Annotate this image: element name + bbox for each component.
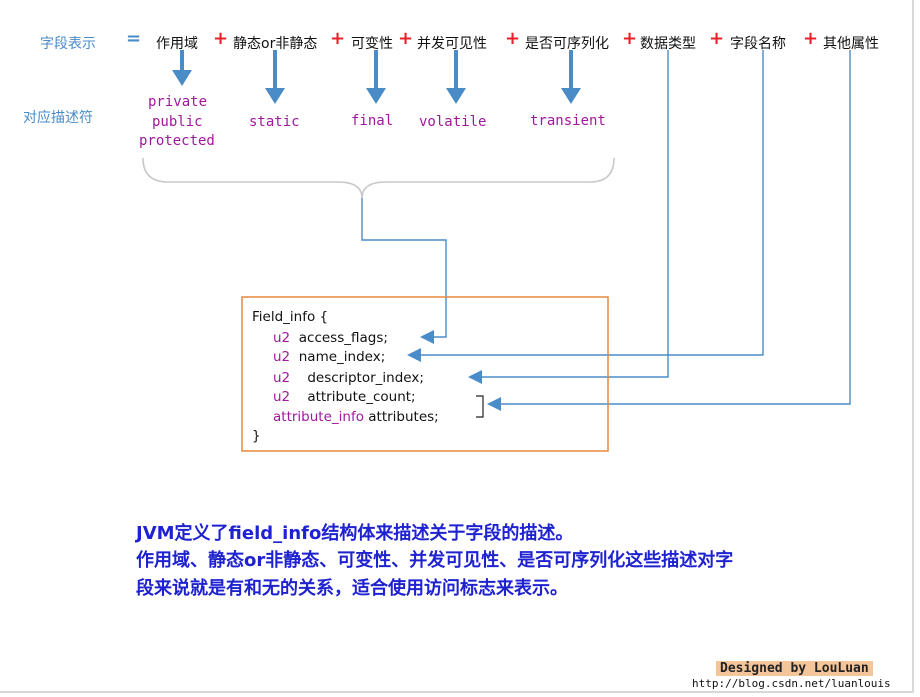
code-type: u2 xyxy=(273,389,291,405)
down-arrows xyxy=(172,50,581,104)
note-line-3: 段来说就是有和无的关系，适合使用访问标志来表示。 xyxy=(136,578,568,599)
descriptor-private: private xyxy=(148,94,208,110)
descriptor-transient: transient xyxy=(530,113,606,129)
code-field: access_flags; xyxy=(298,330,388,346)
code-type: attribute_info xyxy=(273,409,364,425)
code-type: u2 xyxy=(273,349,291,365)
designer-credit: Designed by LouLuan xyxy=(716,657,873,676)
field-representation-label: 字段表示 xyxy=(40,36,96,52)
code-open: Field_info { xyxy=(252,309,329,325)
code-line-access-flags: u2 access_flags; xyxy=(273,330,388,346)
part-data-type: 数据类型 xyxy=(640,36,696,52)
equals-sign: = xyxy=(126,28,142,49)
arrow-static xyxy=(265,88,285,104)
descriptor-volatile: volatile xyxy=(419,114,487,130)
code-line-descriptor-index: u2 descriptor_index; xyxy=(273,370,424,386)
connector-descriptor-index xyxy=(468,50,669,384)
descriptor-protected: protected xyxy=(139,133,215,149)
code-field: name_index; xyxy=(298,349,386,365)
plus-sign: + xyxy=(330,28,346,49)
note-line-1: JVM定义了field_info结构体来描述关于字段的描述。 xyxy=(136,519,573,545)
arrow-transient xyxy=(561,88,581,104)
blog-url: http://blog.csdn.net/luanlouis xyxy=(692,677,891,690)
descriptor-final: final xyxy=(351,113,394,129)
arrow-scope xyxy=(180,50,184,72)
code-type: u2 xyxy=(273,330,291,346)
part-mutability: 可变性 xyxy=(351,36,393,52)
note-text: JVM定义了 xyxy=(136,523,229,544)
arrow-final xyxy=(366,88,386,104)
descriptor-static: static xyxy=(249,114,300,130)
code-line-attributes: attribute_info attributes; xyxy=(273,409,439,425)
code-type: u2 xyxy=(273,370,291,386)
field-info-box xyxy=(241,296,609,452)
plus-sign: + xyxy=(803,28,819,49)
plus-sign: + xyxy=(505,28,521,49)
code-line-name-index: u2 name_index; xyxy=(273,349,385,365)
part-visibility: 并发可见性 xyxy=(417,36,487,52)
code-field: descriptor_index; xyxy=(307,370,424,386)
code-close: } xyxy=(252,428,261,444)
code-field: attributes; xyxy=(368,409,439,425)
part-field-name: 字段名称 xyxy=(730,36,786,52)
descriptor-label: 对应描述符 xyxy=(23,110,93,126)
part-scope: 作用域 xyxy=(156,36,198,52)
note-line-2: 作用域、静态or非静态、可变性、并发可见性、是否可序列化这些描述对字 xyxy=(136,550,734,571)
attribute-bracket xyxy=(476,395,484,418)
grouping-brace xyxy=(142,157,615,199)
plus-sign: + xyxy=(622,28,638,49)
plus-sign: + xyxy=(213,28,229,49)
note-emphasis: field_info xyxy=(228,523,322,544)
connector-access-flags xyxy=(361,198,447,344)
code-field: attribute_count; xyxy=(307,389,416,405)
descriptor-public: public xyxy=(152,114,203,130)
plus-sign: + xyxy=(398,28,414,49)
part-other-attributes: 其他属性 xyxy=(823,36,879,52)
code-line-attribute-count: u2 attribute_count; xyxy=(273,389,416,405)
note-text: 结构体来描述关于字段的描述。 xyxy=(321,523,574,544)
arrow-volatile xyxy=(446,88,466,104)
part-static: 静态or非静态 xyxy=(233,36,318,52)
designer-credit-text: Designed by LouLuan xyxy=(716,661,873,676)
plus-sign: + xyxy=(709,28,725,49)
connector-attributes xyxy=(487,50,851,411)
part-serializable: 是否可序列化 xyxy=(525,36,609,52)
connector-name-index xyxy=(407,50,764,362)
